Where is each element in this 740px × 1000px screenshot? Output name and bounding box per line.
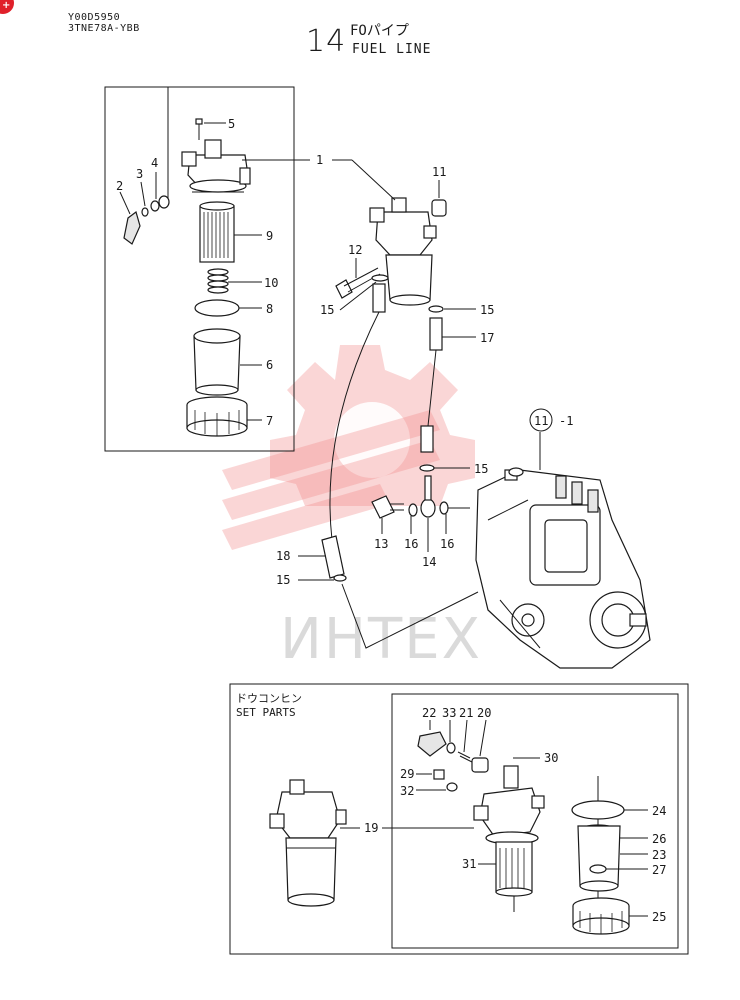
callout-13: 13 — [374, 537, 388, 551]
left-filter-head — [181, 139, 251, 193]
callout-31: 31 — [462, 857, 476, 871]
callout-7: 7 — [266, 414, 273, 428]
callout-19: 19 — [364, 821, 378, 835]
callout-29: 29 — [400, 767, 414, 781]
part-20-valve — [471, 757, 489, 773]
callout-8: 8 — [266, 302, 273, 316]
watermark-gear-logo — [222, 345, 475, 550]
callout-11-ref: 11 — [534, 414, 548, 428]
part-10-spring — [207, 268, 229, 294]
title-japanese: FOパイプ — [350, 23, 409, 39]
callout-14: 14 — [422, 555, 436, 569]
callout-10: 10 — [264, 276, 278, 290]
part-25-ring-nut — [572, 897, 630, 935]
callout-6: 6 — [266, 358, 273, 372]
part-17-hose — [429, 317, 443, 351]
part-21-spring — [457, 751, 473, 763]
part-15-clamp-right — [428, 305, 444, 313]
callout-4: 4 — [151, 156, 158, 170]
part-5-screw — [195, 118, 203, 140]
part-code: Y00D5950 — [68, 12, 121, 23]
callout-16-b: 16 — [440, 537, 454, 551]
part-2-cock-lever — [123, 210, 141, 245]
callout-15-a: 15 — [320, 303, 334, 317]
callout-11: 11 — [432, 165, 446, 179]
callout-18: 18 — [276, 549, 290, 563]
callout-16-a: 16 — [404, 537, 418, 551]
part-8-oring — [194, 299, 240, 317]
callout-32: 32 — [400, 784, 414, 798]
part-15-clamp-top — [371, 274, 389, 282]
part-15-clamp-bottom — [333, 574, 347, 582]
left-detail-frame — [104, 86, 295, 452]
callout-26: 26 — [652, 832, 666, 846]
part-4-oring — [150, 200, 160, 212]
callout-22: 22 — [422, 706, 436, 720]
fuel-injection-pump — [475, 467, 651, 669]
part-3-washer — [141, 207, 149, 217]
callout-27: 27 — [652, 863, 666, 877]
part-31-element — [495, 841, 533, 897]
model-code: 3TNE78A-YBB — [68, 23, 140, 34]
assembled-fuel-filter — [369, 197, 437, 306]
part-18-hose — [321, 535, 345, 579]
part-24-oring — [571, 800, 625, 820]
callout-11-circle — [529, 408, 553, 432]
callout-11-suffix: -1 — [559, 414, 573, 428]
set-parts-frame — [229, 683, 689, 955]
part-6-filter-cup — [193, 328, 241, 396]
part-9-filter-element — [199, 201, 235, 263]
part-23-bowl — [577, 825, 621, 892]
part-11-cap — [431, 199, 447, 217]
callout-24: 24 — [652, 804, 666, 818]
callout-17: 17 — [480, 331, 494, 345]
part-29-plug — [433, 769, 445, 780]
callout-12: 12 — [348, 243, 362, 257]
callout-1: 1 — [316, 153, 323, 167]
part-16-gasket-b — [439, 501, 449, 515]
callout-21: 21 — [459, 706, 473, 720]
set-filter-head — [473, 765, 545, 845]
section-number: 14 — [306, 24, 347, 59]
watermark-text: ИНТЕХ — [280, 607, 482, 672]
part-32-washer — [446, 782, 458, 792]
set-parts-inner-frame — [391, 693, 679, 949]
callout-5: 5 — [228, 117, 235, 131]
corner-badge: + — [0, 0, 14, 14]
part-14-banjo-joint — [420, 475, 436, 518]
part-7-ring-nut — [186, 396, 248, 437]
part-15-clamp-mid — [419, 464, 435, 472]
callout-9: 9 — [266, 229, 273, 243]
callout-15-d: 15 — [276, 573, 290, 587]
callout-23: 23 — [652, 848, 666, 862]
set-parts-label-en: SET PARTS — [236, 706, 296, 719]
callout-2: 2 — [116, 179, 123, 193]
part-16-gasket-a — [408, 503, 418, 517]
callout-25: 25 — [652, 910, 666, 924]
part-27-float — [589, 864, 607, 874]
callout-15-c: 15 — [474, 462, 488, 476]
title-english: FUEL LINE — [352, 42, 432, 57]
callout-33: 33 — [442, 706, 456, 720]
part-13-eye-bolt — [371, 495, 404, 519]
callout-30: 30 — [544, 751, 558, 765]
callout-3: 3 — [136, 167, 143, 181]
callout-15-b: 15 — [480, 303, 494, 317]
callout-20: 20 — [477, 706, 491, 720]
part-33-oring — [446, 742, 456, 754]
part-22-cock-lever — [417, 731, 447, 757]
set-parts-label-jp: ドウコンヒン — [236, 692, 302, 705]
set-assembled-filter — [269, 779, 347, 907]
